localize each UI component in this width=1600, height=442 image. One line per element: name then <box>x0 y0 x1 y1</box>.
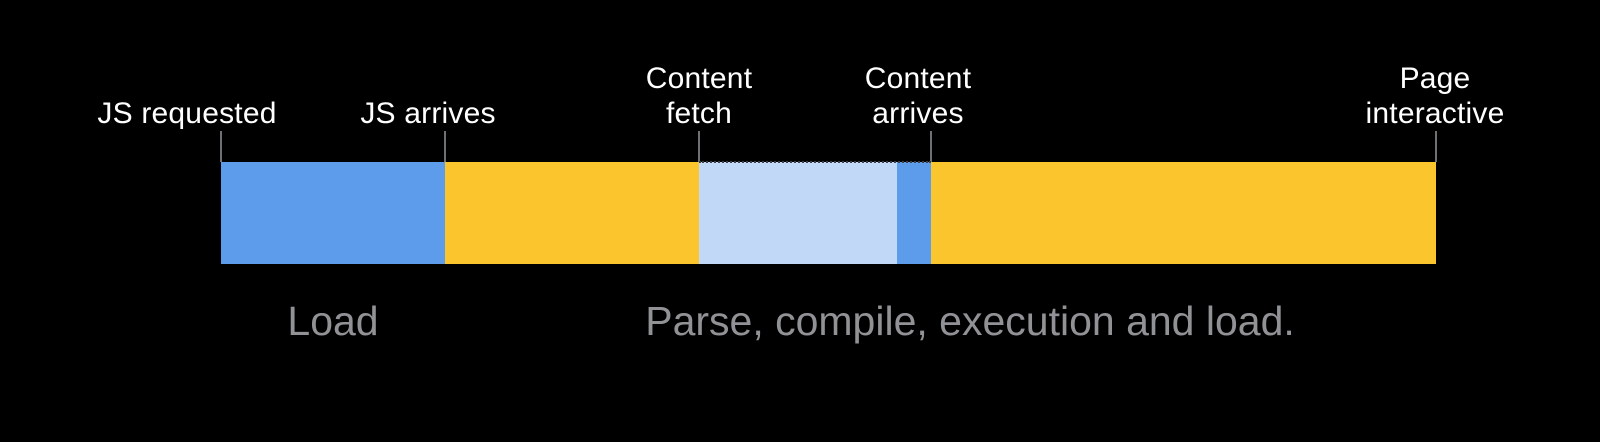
milestone-label-line: JS requested <box>97 97 277 130</box>
segment-execution-load <box>931 162 1436 264</box>
caption-load: Load <box>287 298 379 344</box>
segment-content-fetch <box>699 162 897 264</box>
milestone-label-js-arrives: JS arrives <box>278 96 578 131</box>
milestone-tick-content-fetch <box>698 131 700 162</box>
milestone-tick-page-interactive <box>1435 131 1437 162</box>
milestone-tick-content-arrives <box>930 131 932 162</box>
milestone-label-page-interactive: Page interactive <box>1285 61 1585 131</box>
milestone-label-line: interactive <box>1365 97 1505 130</box>
milestone-label-line: Page <box>1399 62 1471 95</box>
timeline-bar <box>221 161 1436 264</box>
content-phase-dotted-border <box>699 161 931 163</box>
segment-content-arrival <box>897 162 931 264</box>
milestone-tick-js-arrives <box>444 131 446 162</box>
milestone-label-line: arrives <box>872 97 964 130</box>
segment-parse-compile <box>445 162 699 264</box>
milestone-label-line: JS arrives <box>360 97 496 130</box>
milestone-label-js-requested: JS requested <box>37 96 337 131</box>
segment-js-download <box>221 162 445 264</box>
milestone-label-content-arrives: Content arrives <box>768 61 1068 131</box>
milestone-label-line: Content <box>645 62 753 95</box>
milestone-label-content-fetch: Content fetch <box>549 61 849 131</box>
caption-parse-compile-execution-load: Parse, compile, execution and load. <box>645 298 1295 344</box>
milestone-label-line: Content <box>864 62 972 95</box>
milestone-label-line: fetch <box>665 97 733 130</box>
milestone-tick-js-requested <box>220 131 222 162</box>
